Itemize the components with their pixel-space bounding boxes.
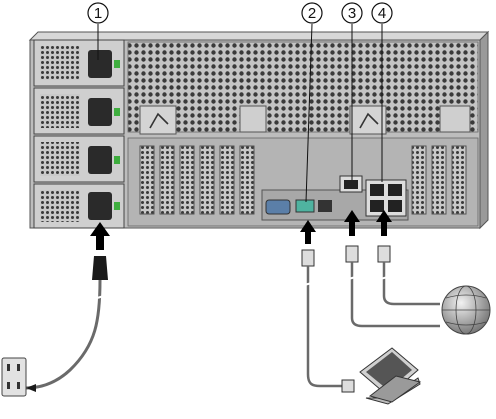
globe-icon [441, 285, 491, 335]
arrow-up-icon [344, 210, 360, 236]
arrow-up-icon [300, 220, 316, 244]
callout-1: 1 [87, 2, 109, 60]
pci-slot-bank-right [411, 145, 467, 215]
callout-3: 3 [341, 2, 363, 180]
power-supply-1 [33, 39, 125, 87]
callout-2: 2 [301, 2, 323, 203]
arrow-up-icon [90, 222, 110, 250]
chassis-plate [239, 105, 267, 133]
psu-led [114, 60, 120, 68]
callout-4-label: 4 [378, 5, 386, 22]
release-latch-right [349, 105, 387, 135]
release-latch-left [139, 105, 177, 135]
ethernet-cable [375, 245, 440, 306]
callout-4: 4 [371, 2, 393, 182]
laptop-icon [359, 347, 422, 405]
gigabit-ethernet-ports [365, 179, 407, 217]
callout-1-label: 1 [94, 5, 102, 22]
arrow-up-icon [376, 210, 392, 236]
network-management-port [339, 175, 363, 193]
power-cord-plug [92, 256, 108, 280]
callout-2-label: 2 [308, 5, 316, 22]
power-cable [25, 256, 108, 390]
chassis-plate-right [439, 105, 471, 133]
power-supply-4 [33, 183, 125, 229]
power-socket [88, 50, 112, 78]
pci-slot-bank-left [139, 145, 255, 215]
callout-3-label: 3 [348, 5, 356, 22]
vga-port [265, 199, 291, 215]
usb-ports [318, 200, 332, 212]
network-management-cable [343, 245, 440, 328]
serial-management-port [295, 199, 315, 213]
power-outlet-icon [1, 357, 36, 397]
serial-console-cable [299, 249, 355, 393]
upper-vent-grille [127, 41, 479, 133]
power-supply-3 [33, 135, 125, 183]
power-supply-2 [33, 87, 125, 135]
